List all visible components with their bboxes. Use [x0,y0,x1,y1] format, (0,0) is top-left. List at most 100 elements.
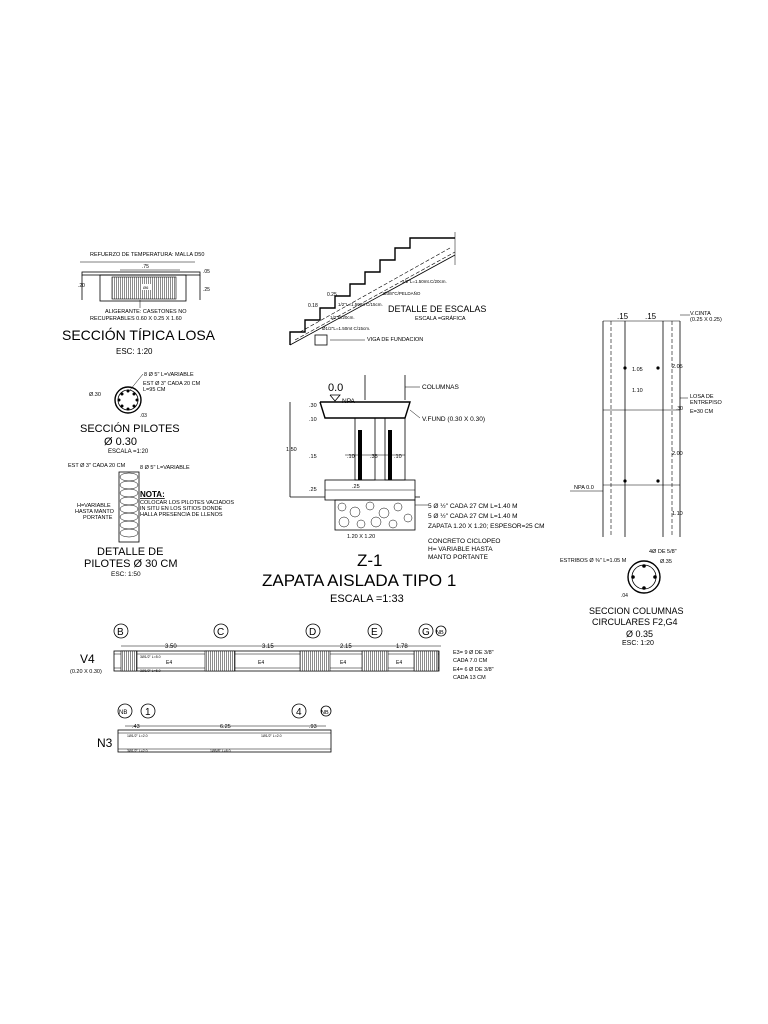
dp-h2: HASTA MANTO [75,509,115,515]
col-vcinta-dim: (0.25 X 0.25) [690,317,722,323]
col-vcinta: V.CINTA [690,311,711,317]
col-title-2: CIRCULARES F2,G4 [592,617,678,627]
zapata-b1: 5 Ø ½" CADA 27 CM L=1.40 M [428,502,518,510]
zapata-title: ZAPATA AISLADA TIPO 1 [262,571,456,590]
escalas-viga: VIGA DE FUNDACION [367,337,423,343]
pilotes-cover: .03 [140,413,147,419]
n3-bar-bot: 1Ø5/8" L=6.0 [210,749,231,753]
v4-dim: (0.20 X 0.30) [70,669,102,675]
v4-axis-b: B [117,627,124,638]
losa-section: REFUERZO DE TEMPERATURA: MALLA D50 .75 Ø… [62,252,216,356]
n3-span: 6.25 [220,724,231,730]
dp-scale: ESC: 1:50 [111,571,141,578]
n3-bar-top: 1Ø1/2" L=2.0 [127,734,148,738]
zapata-level: 0.0 [328,382,343,394]
n3-bar-top2: 1Ø1/2" L=2.0 [261,734,282,738]
v4-axis-c-bubble [213,623,229,639]
pilotes-scale: ESCALA =1:20 [108,449,149,455]
n3-axis-1-bubble [140,703,156,719]
zapata-d10c: .10 [394,454,402,460]
n3-d43: .43 [132,724,140,730]
pilotes-l95: L=95 CM [143,387,166,393]
zapata-d120: 1.20 X 1.20 [347,534,375,540]
dp-h1: H=VARIABLE [77,503,111,509]
zapata-d15: .15 [309,454,317,460]
losa-aligerante-1: ALIGERANTE: CASETONES NO [105,309,187,315]
dp-est: EST Ø 3" CADA 20 CM [68,463,126,469]
detalle-pilotes: EST Ø 3" CADA 20 CM 8 Ø 5" L=VARIABLE H=… [68,463,234,578]
escalas-bar-top: 1/2"L=1.50mt.C/20cm. [402,279,447,284]
v4-span-3: 2.15 [340,644,352,650]
losa-scale: ESC: 1:20 [116,347,153,356]
dp-nota-2: IN SITU EN LOS SITIOS DONDE [140,506,223,512]
v4-axis-nb-bubble [435,625,447,637]
col-dia: Ø 0.35 [626,629,653,639]
v4-axis-g: G [422,627,430,638]
escalas-r1: 1/2"L=1.50mt C/15cm. [338,302,383,307]
zapata-vfund: V.FUND (0.30 X 0.30) [422,416,485,423]
v4-note-4: CADA 13 CM [453,675,486,681]
pilotes-title: SECCIÓN PILOTES [80,422,180,435]
col-estribos: ESTRIBOS Ø ⅜" L=1.05 M [560,558,627,564]
zapata-d30: .30 [309,403,317,409]
n3-bar-bot2: 3Ø1/2" L=2.0 [127,749,148,753]
losa-ref-temp: REFUERZO DE TEMPERATURA: MALLA D50 [90,252,204,258]
pilotes-top-bar: 8 Ø 5" L=VARIABLE [144,372,194,378]
dp-nota-title: NOTA: [140,490,165,499]
zapata-c2: H= VARIABLE HASTA [428,546,493,553]
v4-e4-4: E4 [396,660,402,666]
col-scale: ESC: 1:20 [622,640,654,647]
col-d035: Ø.35 [660,559,672,565]
v4-span-4: 1.78 [396,644,408,650]
pilotes-dia: Ø 0.30 [104,436,137,448]
dp-spiral [119,472,139,538]
v4-note-3: E4= 6 Ø DE 3/8" [453,667,494,673]
col-d30: .30 [676,406,683,412]
zapata-b2: 5 Ø ½" CADA 27 CM L=1.40 M [428,512,518,520]
v4-e4-1: E4 [166,660,172,666]
zapata-d25: .25 [309,487,317,493]
dp-h3: PORTANTE [83,515,113,521]
zapata-d10: .10 [309,417,317,423]
zapata-c3: MANTO PORTANTE [428,554,489,561]
col-d200: 2.00 [672,451,683,457]
pilotes-section: 8 Ø 5" L=VARIABLE EST Ø 3" CADA 20 CM L=… [80,372,201,455]
n3-axis-nb2-bubble [320,705,332,717]
col-d15a: .15 [617,312,629,321]
escalas-scale: ESCALA =GRÁFICA [415,315,466,322]
col-d15b: .15 [645,312,657,321]
zapata-d150: 1.50 [286,447,297,453]
losa-cas-tag: Ø6 [143,285,149,290]
losa-dim-75: .75 [142,264,149,270]
zapata-b3: ZAPATA 1.20 X 1.20; ESPESOR=25 CM [428,523,545,530]
pilotes-est: EST Ø 3" CADA 20 CM [143,381,201,387]
v4-axis-e-bubble [367,623,383,639]
col-losa-2: ENTREPISO [690,400,723,406]
col-d110b: 1.10 [672,511,683,517]
v4-axis-g-bubble [418,623,434,639]
v4-span-1: 3.50 [165,644,177,650]
zapata-d10b: .10 [347,454,355,460]
col-title-1: SECCION COLUMNAS [589,606,684,616]
v4-axis-e: E [371,627,378,638]
escalas-dim-018: 0.18 [308,303,318,309]
losa-aligerante-2: RECUPERABLES 0.60 X 0.25 X 1.60 [90,316,182,322]
col-d205: 2.05 [672,364,683,370]
v4-axis-d: D [309,627,316,638]
dp-nota-3: HALLA PRESENCIA DE LLENOS [140,512,223,518]
columna-detail: .15 .15 V.CINTA (0.25 X 0.25) 1.05 1.10 … [560,311,723,647]
losa-title: SECCIÓN TÍPICA LOSA [62,327,216,343]
n3-axis-nb1: NB [119,710,127,716]
col-npa: NPA 0.0 [574,485,594,491]
v4-axis-d-bubble [305,623,321,639]
zapata-id: Z-1 [357,551,383,570]
v4-axis-c: C [217,627,224,638]
n3-axis-4: 4 [296,707,302,718]
v4-bar-top: 3Ø1/2" L=5.0 [140,655,161,659]
losa-dim-20-left: .20 [78,283,85,289]
col-losa-3: E=30 CM [690,409,713,415]
escalas-r2: 1/2"C/20cm. [330,315,355,320]
zapata-ciclopeo [337,501,413,529]
viga-n3: NB 1 4 NB .43 6.25 .93 N3 1Ø1/2" L=2.0 1… [97,703,332,753]
